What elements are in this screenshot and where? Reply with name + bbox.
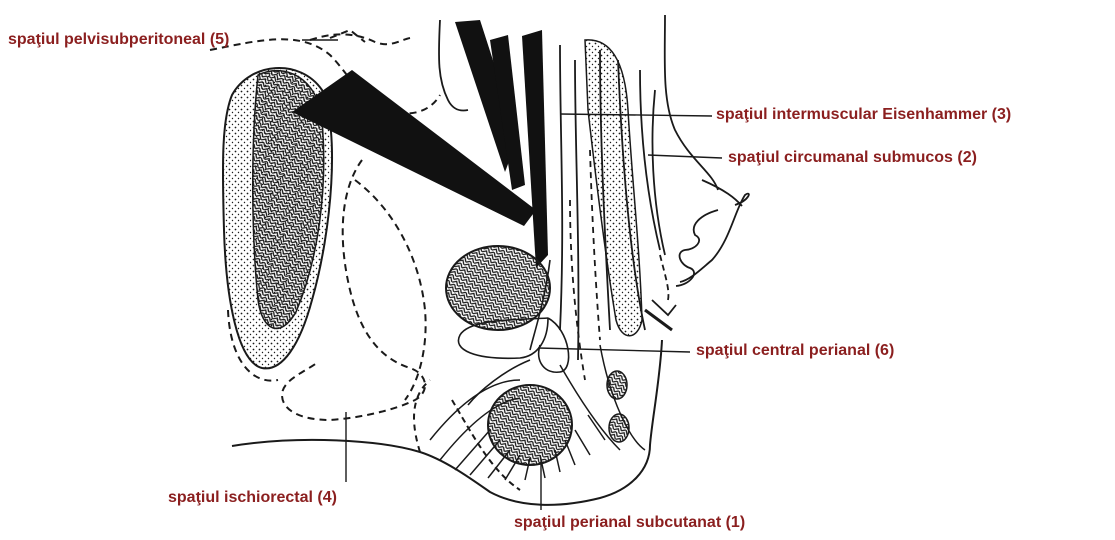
internal-sphincter <box>585 40 642 336</box>
label-circumanal: spaţiul circumanal submucos (2) <box>728 150 977 166</box>
label-pelvisubperitoneal: spaţiul pelvisubperitoneal (5) <box>8 32 229 48</box>
anal-mucosa <box>645 180 749 330</box>
label-intermuscular: spaţiul intermuscular Eisenhammer (3) <box>716 107 1011 123</box>
label-ischiorectal: spaţiul ischiorectal (4) <box>168 490 337 506</box>
label-perianal-subcutanat: spaţiul perianal subcutanat (1) <box>514 515 745 531</box>
label-central-perianal: spaţiul central perianal (6) <box>696 343 894 359</box>
